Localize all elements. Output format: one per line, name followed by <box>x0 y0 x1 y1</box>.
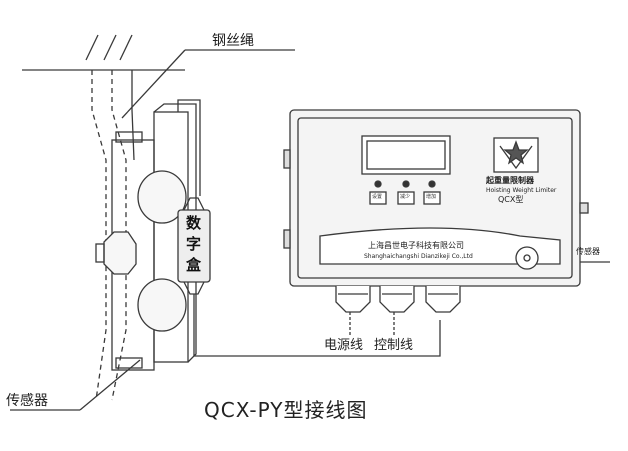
signal-cable <box>193 294 441 357</box>
digital-box-bottom-gland <box>183 281 205 295</box>
sensor-side-depth <box>153 103 197 363</box>
controller-model: QCX型 <box>498 195 524 204</box>
company-name-en: Shanghaichangshi Dianzikeji Co.,Ltd <box>364 253 473 260</box>
right-knob <box>579 202 589 214</box>
button-dot-2 <box>402 180 410 188</box>
upper-roller <box>137 170 187 224</box>
rope-hatch-1 <box>85 34 99 61</box>
rope-dashed-left <box>91 70 107 401</box>
top-bracket <box>115 131 143 143</box>
digital-box-body <box>177 209 211 283</box>
label-sensor-left: 传感器 <box>6 393 48 409</box>
company-name-cn: 上海昌世电子科技有限公司 <box>368 241 464 250</box>
button-label-up: 增加 <box>426 194 437 200</box>
hinge-top <box>283 149 291 169</box>
middle-clamp <box>103 231 137 275</box>
buzzer-grille <box>515 246 539 270</box>
logo-star <box>503 140 529 165</box>
button-up <box>423 191 441 205</box>
label-sensor-right: 传感器 <box>576 247 600 256</box>
button-dot-1 <box>374 180 382 188</box>
logo-chevron <box>499 145 533 170</box>
digital-box-label-1: 数 <box>186 214 202 232</box>
button-label-set: 设置 <box>372 194 383 200</box>
lcd-display <box>361 135 451 175</box>
leader-rope <box>121 49 186 119</box>
rope-solid-edge <box>131 70 135 161</box>
controller-name-cn: 起重量限制器 <box>486 176 534 185</box>
rope-dashed-right <box>111 70 127 401</box>
gland-control <box>379 286 415 313</box>
controller-band <box>319 227 561 265</box>
button-dot-3 <box>428 180 436 188</box>
digital-box-label-3: 盒 <box>186 256 202 274</box>
controller-name-en: Hoisting Weight Limiter <box>486 187 557 194</box>
label-wire-rope: 钢丝绳 <box>212 33 254 49</box>
button-label-down: 减少 <box>400 194 411 200</box>
bottom-bracket <box>115 357 143 369</box>
digital-box-label-2: 字 <box>186 235 202 253</box>
controller-inner-frame <box>297 117 573 279</box>
sensor-cable <box>177 99 201 196</box>
diagram-title: QCX-PY型接线图 <box>204 398 368 422</box>
leader-sensor <box>79 359 141 411</box>
buzzer-center <box>523 254 531 262</box>
label-control-line: 控制线 <box>374 338 414 353</box>
gland-signal <box>425 286 461 313</box>
hinge-bottom <box>283 229 291 249</box>
rope-hatch-2 <box>103 34 117 61</box>
gland-power <box>335 286 371 313</box>
lcd-display-inner <box>366 140 446 170</box>
button-down <box>397 191 415 205</box>
label-power-line: 电源线 <box>324 338 364 353</box>
clamp-bolt <box>95 243 105 263</box>
digital-box-top-gland <box>183 197 205 211</box>
lower-roller <box>137 278 187 332</box>
rope-hatch-3 <box>119 34 133 61</box>
button-set <box>369 191 387 205</box>
